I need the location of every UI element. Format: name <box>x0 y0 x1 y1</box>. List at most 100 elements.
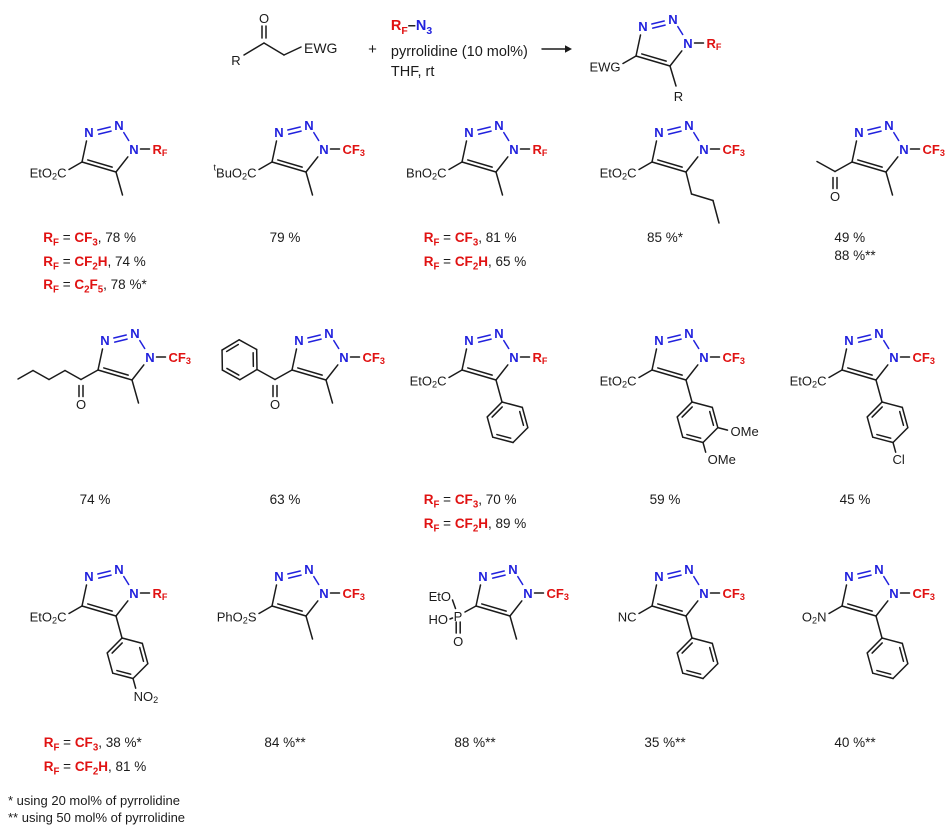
yield-segment: CF3 <box>74 230 97 245</box>
yield-line: 74 % <box>80 491 111 509</box>
n1-substituent-label: RF <box>153 142 168 159</box>
c4-substituent-label: EtO2C <box>30 609 67 626</box>
yield-segment: RF <box>424 492 440 507</box>
ring-n3-atom: N <box>84 569 93 584</box>
yield-line: 45 % <box>840 491 871 509</box>
catalyst-label: pyrrolidine (10 mol%) <box>391 44 528 60</box>
phosphonate-oh-label: HO <box>429 612 449 627</box>
yield-segment: 49 % <box>834 230 865 245</box>
n1-substituent-label: CF3 <box>723 142 745 159</box>
c4-substituent-label: NC <box>618 609 637 624</box>
yield-segment: 40 %** <box>834 735 875 750</box>
c4-substituent-label: O2N <box>802 609 827 626</box>
ring-n3-atom: N <box>854 125 863 140</box>
yield-segment: 59 % <box>650 492 681 507</box>
reagent-segment: – <box>408 18 416 34</box>
yield-segment: , 81 % <box>108 759 146 774</box>
yield-segment: CF2H <box>75 759 108 774</box>
yield-lines: RF = CF3, 78 %RF = CF2H, 74 %RF = C2F5, … <box>43 229 146 300</box>
yield-segment: RF <box>424 230 440 245</box>
ring-n2-atom: N <box>304 118 313 133</box>
yield-segment: 88 %** <box>454 735 495 750</box>
yield-line: 85 %* <box>647 229 683 247</box>
c4-substituent-label: PhO2S <box>217 609 257 626</box>
yield-segment: RF <box>43 254 59 269</box>
ring-n1-atom: N <box>683 36 692 51</box>
ring-n1-atom: N <box>509 350 518 365</box>
yield-lines: RF = CF3, 38 %*RF = CF2H, 81 % <box>44 734 147 781</box>
yield-segment: CF3 <box>455 492 478 507</box>
yield-lines: 84 %** <box>264 734 305 752</box>
ring-n3-atom: N <box>100 333 109 348</box>
yield-lines: 74 % <box>80 491 111 509</box>
yield-lines: RF = CF3, 70 %RF = CF2H, 89 % <box>424 491 527 538</box>
c4-substituent-label: BnO2C <box>406 165 446 182</box>
yield-line: RF = CF3, 38 %* <box>44 734 147 758</box>
ring-n2-atom: N <box>684 326 693 341</box>
ewg-label: EWG <box>304 40 337 56</box>
ring-n2-atom: N <box>874 326 883 341</box>
chloro-label: Cl <box>893 452 905 467</box>
yield-segment: = <box>439 492 454 507</box>
yield-line: RF = CF2H, 89 % <box>424 515 527 539</box>
yield-lines: 35 %** <box>644 734 685 752</box>
ring-n2-atom: N <box>304 562 313 577</box>
yield-segment: RF <box>44 759 60 774</box>
ring-n3-atom: N <box>84 125 93 140</box>
yield-line: RF = CF2H, 81 % <box>44 758 147 782</box>
footnotes: * using 20 mol% of pyrrolidine ** using … <box>0 782 950 826</box>
yield-line: 88 %** <box>454 734 495 752</box>
ring-n3-atom: N <box>844 333 853 348</box>
ring-n3-atom: N <box>464 333 473 348</box>
yield-line: 63 % <box>270 491 301 509</box>
ring-n3-atom: N <box>478 569 487 584</box>
yield-segment: = <box>59 230 74 245</box>
n1-substituent-label: CF3 <box>343 586 365 603</box>
yield-segment: 79 % <box>270 230 301 245</box>
yield-segment: 45 % <box>840 492 871 507</box>
c4-substituent-label: EtO2C <box>790 373 827 390</box>
yield-segment: 85 %* <box>647 230 683 245</box>
carbonyl-o-atom: O <box>830 189 840 204</box>
footnote-2: ** using 50 mol% of pyrrolidine <box>8 809 950 826</box>
yield-line: 49 % <box>834 229 875 247</box>
n1-substituent-label: CF3 <box>343 142 365 159</box>
yield-segment: RF <box>44 735 60 750</box>
c4-substituent-label: EtO2C <box>600 373 637 390</box>
yield-segment: 74 % <box>80 492 111 507</box>
yield-segment: CF2H <box>455 254 488 269</box>
r-group-label: R <box>231 53 240 68</box>
ring-n1-atom: N <box>319 142 328 157</box>
phosphonate-oet-label: EtO <box>429 589 451 604</box>
yield-line: RF = CF3, 78 % <box>43 229 146 253</box>
methoxy-label: OMe <box>731 424 759 439</box>
carbonyl-o-atom: O <box>259 11 269 26</box>
ring-n3-atom: N <box>654 125 663 140</box>
ring-n1-atom: N <box>509 142 518 157</box>
ring-n1-atom: N <box>145 350 154 365</box>
yield-line: RF = C2F5, 78 %* <box>43 276 146 300</box>
ring-n2-atom: N <box>494 118 503 133</box>
n1-substituent-label: RF <box>153 586 168 603</box>
n1-substituent-label: CF3 <box>913 350 935 367</box>
reagent-segment: N3 <box>416 18 432 34</box>
ring-n3-atom: N <box>844 569 853 584</box>
yield-segment: CF2H <box>74 254 107 269</box>
ring-n1-atom: N <box>699 350 708 365</box>
yield-segment: CF2H <box>455 516 488 531</box>
